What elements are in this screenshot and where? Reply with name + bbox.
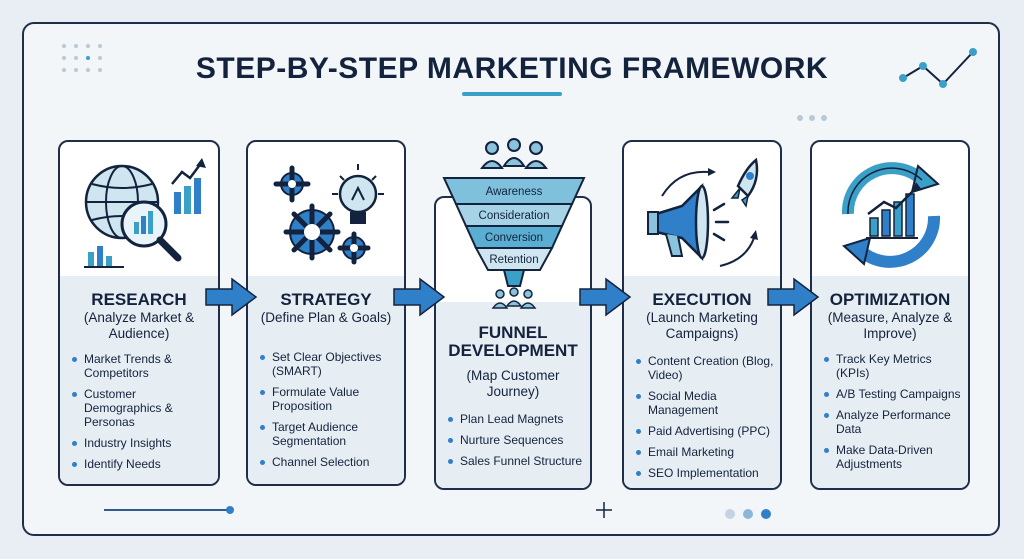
list-item: Market Trends & Competitors (70, 352, 212, 380)
step-bullets: Set Clear Objectives (SMART) Formulate V… (258, 350, 398, 476)
globe-magnifier-chart-icon (84, 158, 206, 268)
arrow-right-icon (767, 277, 820, 317)
trend-line-decoration (899, 48, 977, 88)
small-dots-decoration (797, 115, 827, 121)
list-item: Formulate Value Proposition (258, 385, 398, 413)
funnel-icon: Awareness Consideration Conversion Reten… (442, 138, 586, 309)
step-subtitle: (Launch Marketing Campaigns) (646, 310, 758, 341)
funnel-stage-label: Conversion (485, 232, 543, 244)
funnel-stage-label: Awareness (486, 186, 543, 198)
list-item: Sales Funnel Structure (446, 454, 584, 468)
step-card-strategy: STRATEGY (Define Plan & Goals) Set Clear… (246, 140, 406, 486)
list-item: Industry Insights (70, 436, 212, 450)
step-card-research: RESEARCH (Analyze Market & Audience) Mar… (58, 140, 220, 486)
funnel-stage-label: Retention (489, 254, 538, 266)
title-underline (462, 92, 562, 96)
step-heading: RESEARCH (91, 290, 187, 309)
step-bullets: Plan Lead Magnets Nurture Sequences Sale… (446, 412, 584, 475)
dot-grid-decoration (62, 44, 102, 72)
step-subtitle: (Map Customer Journey) (466, 368, 560, 399)
list-item: Target Audience Segmentation (258, 420, 398, 448)
bottom-line-decoration (104, 506, 234, 514)
list-item: Customer Demographics & Personas (70, 387, 212, 429)
step-bullets: Track Key Metrics (KPIs) A/B Testing Cam… (822, 352, 962, 478)
list-item: Social Media Management (634, 389, 774, 417)
megaphone-rocket-icon (647, 157, 759, 267)
funnel-stage-label: Consideration (479, 210, 550, 222)
step-card-funnel: FUNNEL DEVELOPMENT (Map Customer Journey… (434, 196, 592, 490)
list-item: Email Marketing (634, 445, 774, 459)
list-item: A/B Testing Campaigns (822, 387, 962, 401)
list-item: SEO Implementation (634, 466, 774, 480)
list-item: Identify Needs (70, 457, 212, 471)
cycle-chart-icon (841, 162, 941, 268)
step-heading: OPTIMIZATION (829, 290, 951, 309)
list-item: Content Creation (Blog, Video) (634, 354, 774, 382)
list-item: Make Data-Driven Adjustments (822, 443, 962, 471)
list-item: Channel Selection (258, 455, 398, 469)
funnel-stage-retention (474, 247, 554, 271)
list-item: Analyze Performance Data (822, 408, 962, 436)
arrow-right-icon (579, 277, 632, 317)
list-item: Nurture Sequences (446, 433, 584, 447)
arrow-right-icon (205, 277, 258, 317)
step-card-execution: EXECUTION (Launch Marketing Campaigns) C… (622, 140, 782, 490)
step-subtitle: (Define Plan & Goals) (260, 310, 392, 325)
arrow-right-icon (393, 277, 446, 317)
page-title: STEP-BY-STEP MARKETING FRAMEWORK (195, 52, 829, 85)
step-heading: FUNNEL DEVELOPMENT (448, 323, 578, 360)
list-item: Set Clear Objectives (SMART) (258, 350, 398, 378)
list-item: Plan Lead Magnets (446, 412, 584, 426)
list-item: Track Key Metrics (KPIs) (822, 352, 962, 380)
bottom-dots-decoration (725, 509, 771, 519)
list-item: Paid Advertising (PPC) (634, 424, 774, 438)
step-card-optimization: OPTIMIZATION (Measure, Analyze & Improve… (810, 140, 970, 490)
step-heading: STRATEGY (280, 290, 372, 309)
step-subtitle: (Analyze Market & Audience) (83, 310, 195, 341)
gears-lightbulb-icon (273, 164, 384, 265)
step-heading: EXECUTION (652, 290, 752, 309)
step-bullets: Content Creation (Blog, Video) Social Me… (634, 354, 774, 487)
step-subtitle: (Measure, Analyze & Improve) (827, 310, 953, 341)
step-bullets: Market Trends & Competitors Customer Dem… (70, 352, 212, 478)
crosshair-icon (596, 502, 612, 518)
